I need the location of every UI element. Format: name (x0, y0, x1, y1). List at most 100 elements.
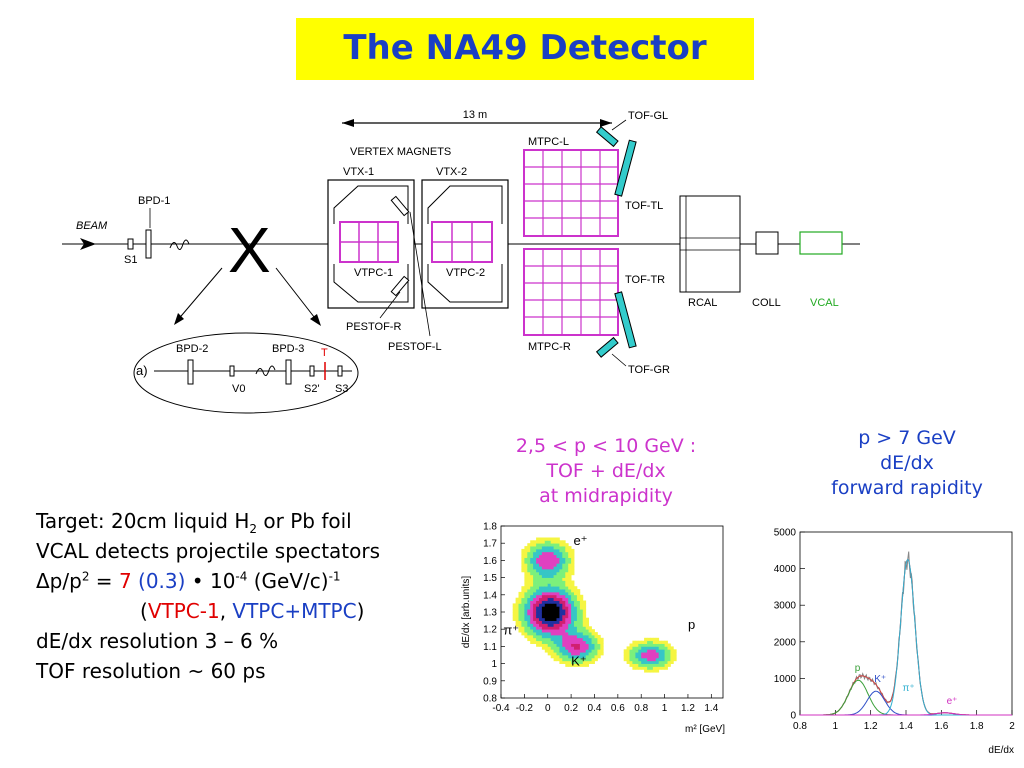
heatmap-cell (644, 657, 648, 662)
heatmap-cell (579, 629, 584, 633)
heatmap-cell (559, 557, 563, 561)
heatmap-cell (571, 580, 575, 584)
caption-line: TOF + dE/dx (546, 460, 666, 482)
heatmap-cell (574, 597, 578, 601)
heatmap-cell (524, 586, 528, 590)
heatmap-cell (565, 623, 569, 627)
heatmap-cell (582, 649, 587, 653)
heatmap-cell (576, 600, 581, 604)
heatmap-cell (547, 620, 552, 624)
heatmap-cell (547, 632, 552, 636)
x-tick-label: 1.2 (864, 721, 878, 732)
heatmap-cell (562, 623, 566, 627)
heatmap-cell (550, 577, 555, 581)
heatmap-cell (556, 537, 560, 541)
heatmap-cell (521, 617, 525, 621)
heatmap-cell (556, 594, 560, 599)
heatmap-cell (536, 566, 540, 570)
heatmap-cell (541, 583, 546, 587)
heatmap-cell (574, 609, 578, 613)
heatmap-cell (562, 540, 566, 544)
heatmap-cell (518, 609, 522, 613)
heatmap-cell (559, 591, 563, 596)
heatmap-cell (536, 537, 540, 541)
vtx2-magnet (421, 179, 509, 309)
heatmap-cell (539, 546, 543, 550)
zoom-arrow-left-head (174, 313, 184, 325)
heatmap-cell (670, 657, 674, 662)
heatmap-cell (626, 657, 630, 662)
heatmap-cell (562, 634, 566, 639)
heatmap-cell (667, 657, 671, 662)
heatmap-cell (547, 589, 552, 593)
heatmap-cell (521, 589, 525, 593)
heatmap-cell (565, 571, 569, 576)
heatmap-cell (544, 617, 549, 621)
particle-label: p (688, 617, 695, 632)
heatmap-cell (556, 606, 560, 610)
heatmap-cell (547, 612, 552, 616)
heatmap-cell (644, 669, 648, 673)
heatmap-cell (553, 566, 557, 570)
heatmap-cell (629, 660, 633, 664)
heatmap-cell (556, 548, 560, 553)
heatmap-cell (547, 586, 552, 590)
y-axis-label: dE/dx [arb.units] (461, 576, 472, 648)
heatmap-cell (644, 643, 648, 647)
heatmap-cell (623, 652, 628, 656)
heatmap-cell (550, 540, 555, 544)
heatmap-cell (556, 580, 560, 584)
heatmap-cell (533, 554, 537, 558)
heatmap-cell (533, 557, 537, 561)
heatmap-cell (530, 634, 534, 639)
heatmap-cell (533, 569, 537, 573)
length-arrow-head-left (342, 119, 354, 127)
heatmap-cell (539, 623, 543, 627)
heatmap-cell (539, 560, 543, 564)
heatmap-cell (539, 626, 543, 630)
heatmap-cell (579, 600, 584, 604)
heatmap-cell (533, 640, 537, 644)
heatmap-cell (565, 557, 569, 561)
heatmap-cell (544, 632, 549, 636)
x-tick-label: 1.6 (934, 721, 948, 732)
heatmap-cell (635, 643, 639, 647)
heatmap-cell (553, 543, 557, 547)
heatmap-cell (667, 649, 671, 653)
heatmap-cell (539, 632, 543, 636)
heatmap-cell (664, 646, 668, 650)
heatmap-cell (594, 640, 598, 644)
heatmap-cell (588, 655, 592, 659)
heatmap-cell (571, 591, 575, 596)
heatmap-cell (527, 606, 531, 610)
heatmap-cell (556, 540, 560, 544)
heatmap-cell (568, 580, 572, 584)
zoom-arrow-right-head (310, 314, 321, 326)
heatmap-cell (565, 569, 569, 573)
heatmap-cell (553, 600, 557, 604)
heatmap-cell (524, 563, 528, 567)
heatmap-cell (582, 626, 587, 630)
heatmap-cell (550, 571, 555, 576)
heatmap-cell (530, 626, 534, 630)
heatmap-cell (591, 660, 595, 664)
heatmap-cell (530, 571, 534, 576)
heatmap-cell (521, 612, 525, 616)
heatmap-cell (553, 574, 557, 578)
heatmap-cell (632, 643, 636, 647)
heatmap-cell (541, 629, 546, 633)
param-text: ( (140, 599, 148, 623)
heatmap-cell (667, 660, 671, 664)
heatmap-cell (658, 649, 663, 653)
particle-label: K⁺ (571, 653, 587, 668)
heatmap-cell (539, 617, 543, 621)
heatmap-cell (562, 652, 566, 656)
coll-block (755, 231, 779, 255)
heatmap-cell (544, 537, 549, 541)
heatmap-cell (585, 632, 590, 636)
heatmap-cell (664, 660, 668, 664)
heatmap-cell (553, 632, 557, 636)
heatmap-cell (652, 657, 657, 662)
heatmap-cell (629, 646, 633, 650)
param-text: = (89, 569, 119, 593)
